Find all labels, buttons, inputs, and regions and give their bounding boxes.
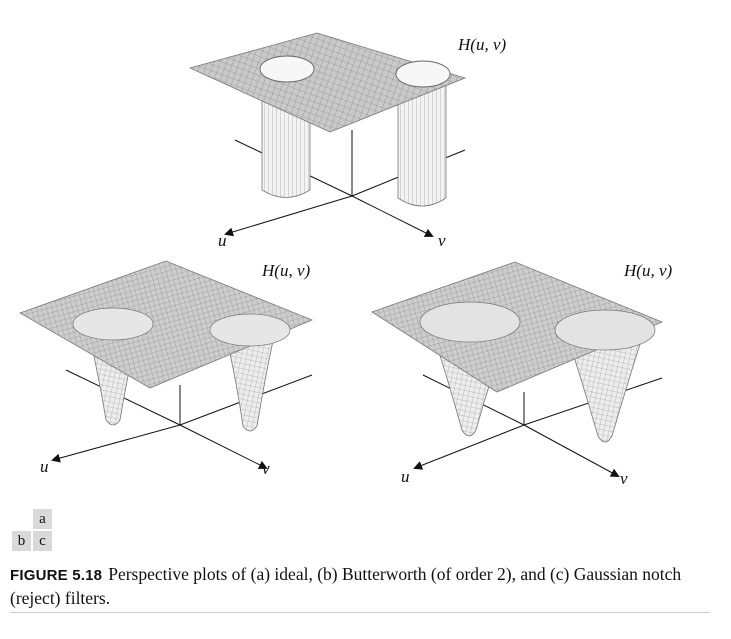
plot-c-axis-u-label: u — [401, 467, 410, 486]
panel-key-c: c — [33, 531, 52, 551]
plot-b-notch-right — [225, 335, 275, 432]
plot-c-notch-right — [567, 337, 643, 443]
plot-c-axis-u — [413, 424, 525, 470]
figure-caption-text: Perspective plots of (a) ideal, (b) Butt… — [10, 564, 682, 608]
plot-a-axis-v-label: v — [438, 231, 446, 250]
panel-key-a: a — [33, 509, 52, 529]
plot-a-hole-left — [259, 55, 315, 83]
plot-b-axis-u-label: u — [40, 457, 49, 476]
plot-c-gaussian: H(u, v) u v — [371, 261, 672, 488]
plot-a-hole-right — [395, 60, 451, 88]
plot-b-surface — [19, 260, 314, 389]
plot-a-axis-v — [351, 195, 434, 237]
plot-c-dip-right — [554, 309, 656, 351]
plot-c-axis-v — [523, 424, 620, 477]
plot-b-title: H(u, v) — [261, 261, 310, 280]
panel-key-grid: a b c — [12, 509, 54, 553]
plot-c-title: H(u, v) — [623, 261, 672, 280]
plot-a-ideal: H(u, v) u v — [188, 32, 506, 250]
plot-a-notch-right — [397, 71, 447, 207]
plot-a-surface — [188, 32, 467, 133]
figure-5-18-plots: H(u, v) u v H(u, v) u v H(u, v) u v — [19, 32, 672, 488]
plot-a-title: H(u, v) — [457, 35, 506, 54]
plot-b-dip-right — [209, 313, 291, 347]
plot-a-axis-u — [224, 195, 353, 237]
plot-c-axis-v-label: v — [620, 469, 628, 488]
plot-a-axis-u-label: u — [218, 231, 227, 250]
plot-c-dip-left — [419, 301, 521, 343]
figure-caption-label: FIGURE 5.18 — [10, 567, 103, 584]
plot-b-axis-u — [51, 424, 181, 463]
caption-divider — [10, 612, 710, 613]
panel-key-b: b — [12, 531, 31, 551]
plot-b-axis-v-label: v — [262, 459, 270, 478]
plot-b-butterworth: H(u, v) u v — [19, 260, 314, 478]
plot-b-dip-left — [72, 307, 154, 341]
plot-b-axis-v — [179, 424, 268, 469]
